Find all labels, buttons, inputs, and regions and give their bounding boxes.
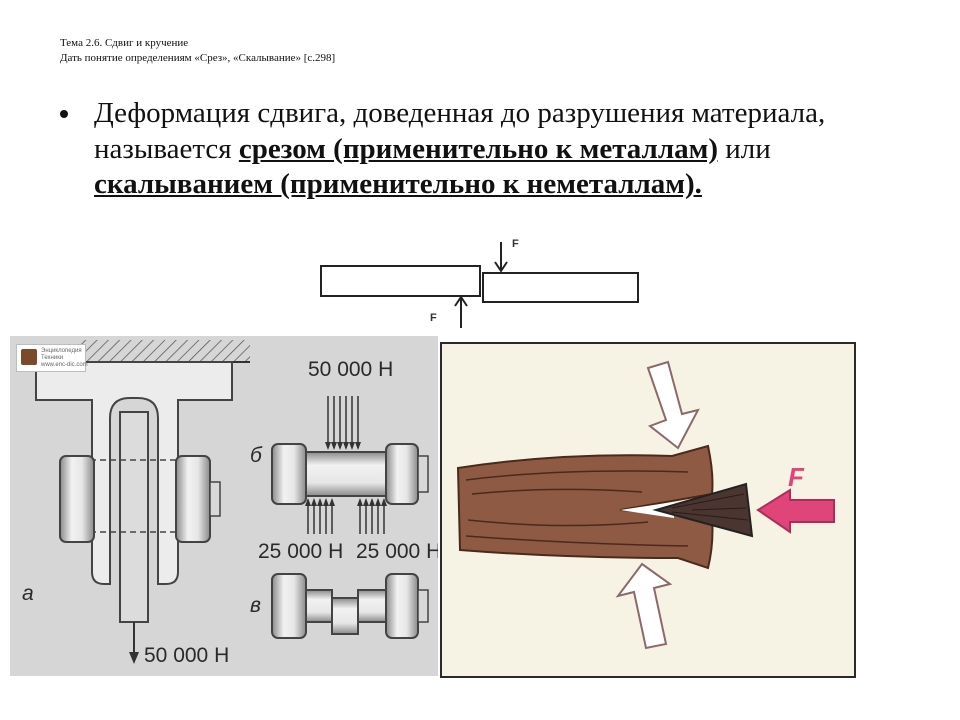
- bottom-force-label: F: [430, 312, 437, 324]
- fork-bracket: [35, 361, 233, 585]
- wedge-texture: [671, 493, 749, 521]
- left-bar: [320, 265, 481, 297]
- ceiling-hatch: [80, 340, 250, 362]
- bolt-v-segment-3: [357, 589, 387, 623]
- distributed-load-top-heads: [325, 442, 361, 450]
- bolt-drawing: [35, 340, 429, 664]
- wood-force-label: F: [788, 462, 804, 492]
- top-force-value: 50 000 Н: [308, 358, 394, 381]
- figure-label-v: в: [250, 594, 261, 617]
- wood-chipping-figure: F: [440, 342, 856, 678]
- bolt-b-nut: [385, 443, 419, 505]
- left-reaction-value: 25 000 Н: [258, 540, 344, 563]
- logo-text: Энциклопедия Техники www.enc-dic.com: [41, 348, 88, 368]
- encyclopedia-logo: Энциклопедия Техники www.enc-dic.com: [16, 344, 88, 372]
- distributed-load-top: [327, 396, 359, 448]
- bolt-nut-right: [175, 455, 211, 543]
- force-arrow: [756, 488, 835, 534]
- bottom-reaction-arrow: [615, 562, 673, 650]
- definition-text: Деформация сдвига, доведенная до разруше…: [94, 96, 920, 203]
- right-reaction-value: 25 000 Н: [356, 540, 438, 563]
- definition-bullet: Деформация сдвига, доведенная до разруше…: [60, 96, 920, 203]
- bolt-v-nut: [385, 573, 419, 639]
- term-chipping: скалыванием (применительно к неметаллам)…: [94, 168, 702, 200]
- definition-part2: или: [718, 132, 771, 165]
- top-force-label: F: [512, 238, 519, 250]
- topic-title: Тема 2.6. Сдвиг и кручение: [60, 37, 189, 49]
- bolt-thread-end: [209, 481, 221, 517]
- slide-header: Тема 2.6. Сдвиг и кручение Дать понятие …: [60, 36, 335, 66]
- bolt-shear-figure: Энциклопедия Техники www.enc-dic.com 50 …: [10, 336, 438, 676]
- bolt-head-left: [59, 455, 95, 543]
- figure-label-b: б: [250, 444, 262, 467]
- book-icon: [21, 349, 37, 365]
- definition-part1: Деформация сдвига, доведенная до разруше…: [94, 97, 826, 165]
- bottom-force-value: 50 000 Н: [144, 644, 230, 667]
- wood-drawing: [456, 360, 835, 650]
- bolt-v-segment-2: [331, 597, 359, 635]
- bolt-b-thread: [417, 455, 429, 493]
- distributed-load-bottom-heads: [305, 498, 387, 506]
- bolt-v-head: [271, 573, 307, 639]
- load-arrowhead: [129, 652, 139, 664]
- bolt-v-thread: [417, 589, 429, 623]
- bolt-b-head: [271, 443, 307, 505]
- wood-grain: [465, 470, 689, 547]
- term-shear: срезом (применительно к металлам): [238, 132, 718, 165]
- bolt-b-shank: [305, 451, 387, 497]
- top-reaction-arrow: [646, 360, 700, 450]
- shear-diagram: [320, 242, 639, 328]
- right-bar: [482, 272, 639, 303]
- bullet-icon: [60, 110, 68, 118]
- task-text: Дать понятие определениям «Срез», «Скалы…: [60, 52, 336, 64]
- bolt-v-segment-1: [305, 589, 333, 623]
- figure-label-a: а: [22, 582, 34, 605]
- inner-plate: [119, 411, 149, 623]
- top-force-arrowhead: [494, 261, 508, 273]
- bottom-force-arrowhead: [454, 295, 468, 307]
- split-crack: [620, 502, 674, 518]
